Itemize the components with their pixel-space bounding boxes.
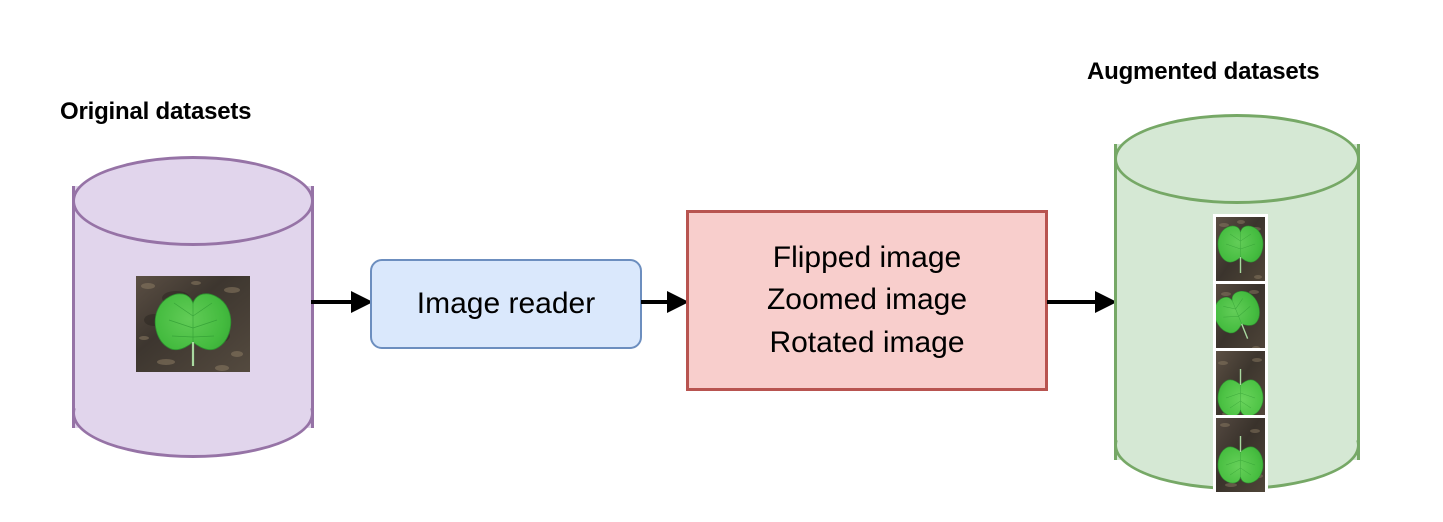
op-flipped-image: Flipped image <box>772 240 962 274</box>
arrow-reader-to-augment <box>641 290 689 314</box>
leaf-photo-graphic <box>136 276 250 372</box>
arrow-augment-to-augmented-datasets <box>1047 290 1117 314</box>
label-augmented-datasets: Augmented datasets <box>1087 58 1320 85</box>
op-rotated-image: Rotated image <box>769 325 965 359</box>
cylinder-top-ellipse <box>1114 114 1360 204</box>
augmented-leaf-photo <box>1213 348 1268 428</box>
leaf-photo-graphic <box>1216 418 1265 492</box>
arrow-shaft <box>1047 300 1097 304</box>
node-image-reader-label: Image reader <box>416 287 596 320</box>
label-original-datasets: Original datasets <box>60 98 252 125</box>
leaf-photo-graphic <box>1216 284 1265 358</box>
leaf-photo-graphic <box>1216 351 1265 425</box>
arrow-head <box>1095 291 1117 313</box>
cylinder-top-ellipse <box>72 156 314 246</box>
arrow-head <box>351 291 373 313</box>
node-image-reader[interactable]: Image reader <box>370 259 642 349</box>
arrow-shaft <box>311 300 353 304</box>
augmented-leaf-photo <box>1213 281 1268 361</box>
original-datasets-cylinder <box>72 156 314 458</box>
node-augmentation-operations[interactable]: Flipped image Zoomed image Rotated image <box>686 210 1048 391</box>
original-leaf-photo <box>136 276 250 372</box>
augmented-leaf-photo <box>1213 415 1268 495</box>
leaf-photo-graphic <box>1216 217 1265 291</box>
arrow-original-to-reader <box>311 290 373 314</box>
op-zoomed-image: Zoomed image <box>766 283 968 317</box>
arrow-head <box>667 291 689 313</box>
augmented-leaf-photo <box>1213 214 1268 294</box>
arrow-shaft <box>641 300 669 304</box>
